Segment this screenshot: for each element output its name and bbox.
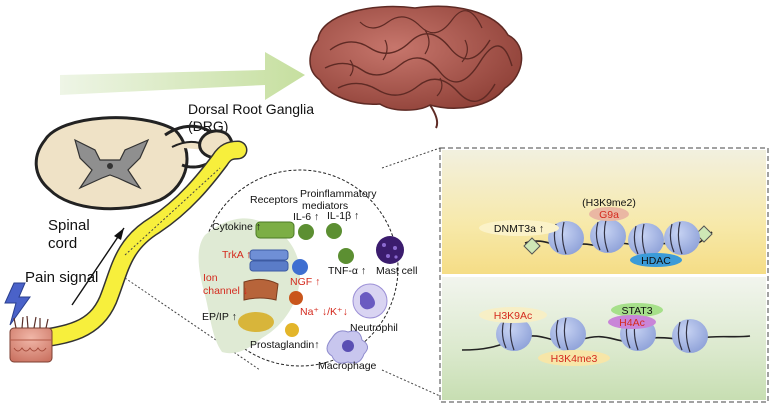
- pain-signal-label: Pain signal: [25, 269, 98, 286]
- ngf-label: NGF ↑: [290, 276, 320, 288]
- il1b-molecule: [326, 223, 342, 239]
- ep-ip-receptor: [238, 312, 274, 332]
- lightning-bolt-icon: [4, 282, 31, 326]
- ion-channel: [243, 278, 279, 301]
- h3k4me3-label: H3K4me3: [551, 353, 598, 365]
- mast-cell-label: Mast cell: [376, 265, 417, 277]
- stat3-badge: [611, 303, 663, 317]
- neutrophil-label: Neutrophil: [350, 322, 398, 334]
- epigenetics-panel: [439, 147, 769, 403]
- na-k-label: Na⁺ ↓/K⁺↓: [300, 306, 348, 318]
- mast-cell: [376, 236, 404, 264]
- h3k9ac-badge: [479, 307, 547, 323]
- cytokine-receptor: [255, 221, 295, 239]
- macrophage-label: Macrophage: [318, 360, 377, 372]
- pain-signal-arrow: [71, 227, 125, 306]
- spinal-cord-label-2: cord: [48, 235, 77, 252]
- macrophage-cell: [326, 330, 368, 364]
- h3k9ac-label: H3K9Ac: [494, 310, 533, 322]
- hdac-label: HDAC: [641, 255, 671, 267]
- proinflammatory-label-2: mediators: [302, 200, 348, 212]
- il6-molecule: [298, 224, 314, 240]
- na-k-molecule: [289, 291, 303, 305]
- h3k4me3-badge: [538, 350, 610, 366]
- ion-channel-label-1: Ion: [203, 272, 218, 284]
- neutrophil-cell: [352, 283, 388, 319]
- drg-title: Dorsal Root Ganglia: [188, 101, 314, 117]
- cytokine-label: Cytokine ↑: [212, 221, 261, 233]
- dnmt3a-badge: [479, 220, 559, 236]
- spinal-cord-label-1: Spinal: [48, 217, 90, 234]
- receptors-label: Receptors: [250, 194, 298, 206]
- il6-label: IL-6 ↑: [293, 211, 319, 223]
- ngf-molecule: [292, 259, 308, 275]
- sensory-nerve-fiber: [20, 140, 248, 350]
- trka-receptor: [249, 249, 289, 272]
- signal-arrow-to-brain: [60, 52, 305, 100]
- h4ac-badge: [608, 315, 656, 329]
- dnmt3a-label: DNMT3a ↑: [494, 223, 544, 235]
- brain-illustration: [309, 5, 523, 129]
- stat3-label: STAT3: [621, 305, 652, 317]
- h4ac-label: H4Ac: [619, 317, 645, 329]
- tnfa-molecule: [338, 248, 354, 264]
- proinflammatory-label-1: Proinflammatory: [300, 188, 377, 200]
- ion-channel-label-2: channel ↓: [203, 285, 248, 297]
- tnfa-label: TNF-α ↑: [328, 265, 366, 277]
- skin-tissue-illustration: [9, 315, 53, 363]
- hdac-badge: [630, 253, 682, 267]
- il1b-label: IL-1β ↑: [327, 210, 359, 222]
- prostaglandin-label: Prostaglandin↑: [250, 339, 319, 351]
- bottom-chromatin-panel: [442, 277, 766, 400]
- trka-label: TrkA ↑: [222, 249, 251, 261]
- prostaglandin-molecule: [285, 323, 299, 337]
- zoom-guide-lines: [124, 147, 441, 397]
- ep-ip-label: EP/IP ↑: [202, 311, 237, 323]
- g9a-label: G9a: [599, 209, 619, 221]
- h3k9me2-label: (H3K9me2): [582, 197, 636, 209]
- g9a-badge: [589, 207, 629, 221]
